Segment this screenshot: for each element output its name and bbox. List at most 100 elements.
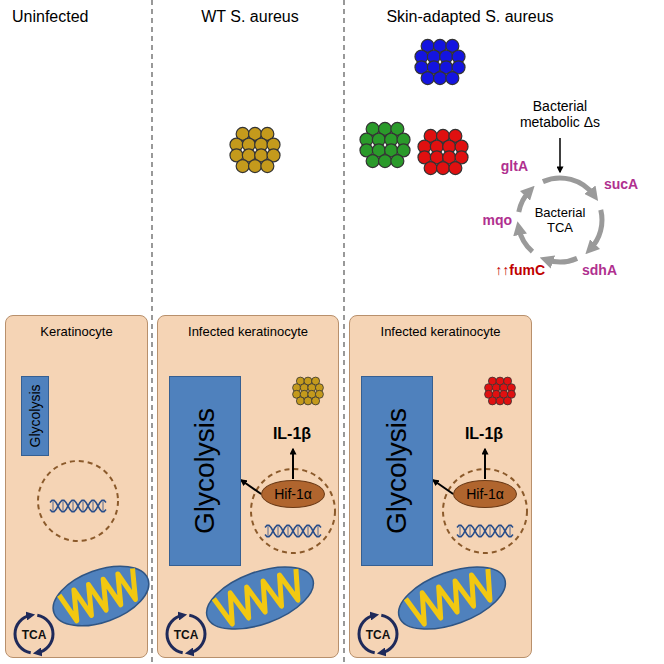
hif-ellipse: Hif-1α — [453, 480, 517, 508]
mitochondrion — [198, 554, 321, 641]
mitochondrion — [45, 554, 157, 637]
gene-label: gltA — [501, 158, 528, 174]
node-label: Glycolysis — [189, 408, 221, 534]
coccus-cell — [249, 160, 262, 173]
cycle-arrow — [519, 228, 533, 252]
cytokine-label: IL-1β — [465, 425, 503, 443]
keratinocyte-box: Infected keratinocyteGlycolysisHif-1αTCA — [349, 315, 532, 658]
dna-rung — [268, 525, 269, 537]
cycle-arrow — [543, 178, 594, 195]
glycolysis-box: Glycolysis — [21, 376, 49, 456]
dna-strand — [457, 525, 513, 536]
dna-rung — [288, 525, 289, 537]
gene-label: sucA — [604, 176, 638, 192]
cell-title: Keratinocyte — [6, 316, 147, 339]
panel-divider — [343, 0, 344, 664]
dna-rung — [470, 525, 471, 537]
node-label: TCA — [22, 628, 47, 642]
adapted-bacteria-cluster — [360, 122, 410, 167]
dna-rung — [53, 500, 54, 512]
dna-rung — [510, 525, 511, 537]
coccus-cell — [312, 397, 320, 405]
coccus-cell — [421, 72, 434, 85]
gene-label: sdhA — [582, 262, 617, 278]
leader-arrow — [559, 138, 561, 172]
dna-rung — [103, 500, 104, 512]
coccus-cell — [504, 397, 512, 405]
glycolysis-box: Glycolysis — [361, 376, 433, 566]
cytokine-label: IL-1β — [273, 425, 311, 443]
coccus-cell — [366, 155, 379, 168]
gene-label: ↑↑fumC — [495, 262, 545, 278]
glycolysis-box: Glycolysis — [169, 376, 241, 566]
dna-rung — [278, 525, 279, 537]
node-label: TCA — [174, 628, 199, 642]
adapted-bacteria-cluster — [415, 39, 465, 84]
coccus-cell — [437, 162, 450, 175]
coccus-cell — [304, 397, 312, 405]
nucleus — [443, 469, 527, 553]
coccus-cell — [449, 162, 462, 175]
dna-strand — [265, 525, 321, 536]
panel-heading: WT S. aureus — [201, 8, 299, 26]
dna-rung — [318, 525, 319, 537]
keratinocyte-box: KeratinocyteGlycolysisTCA — [5, 315, 148, 658]
cell-title: Infected keratinocyte — [158, 316, 338, 339]
adapted-bacteria-cluster — [418, 129, 468, 174]
cristae — [406, 569, 498, 627]
tca-cycle: TCA — [172, 623, 201, 645]
cristae — [59, 569, 143, 624]
panel-divider — [151, 0, 152, 664]
hif-ellipse: Hif-1α — [261, 480, 325, 508]
cycle-arrow — [519, 191, 530, 212]
tca-cycle: TCA — [20, 623, 49, 645]
panel-heading: Skin-adapted S. aureus — [386, 8, 553, 26]
dna-strand — [50, 500, 106, 511]
coccus-cell — [446, 72, 459, 85]
cristae — [214, 569, 306, 627]
coccus-cell — [434, 72, 447, 85]
dna-rung — [83, 500, 84, 512]
dna-rung — [93, 500, 94, 512]
node-label: Bacterial TCA — [529, 205, 591, 235]
keratinocyte-box: Infected keratinocyteGlycolysisHif-1αTCA — [157, 315, 339, 658]
node-label: Glycolysis — [381, 408, 413, 534]
dna-rung — [63, 500, 64, 512]
dna-strand — [50, 500, 106, 511]
cycle-arrow — [590, 210, 602, 249]
dna-rung — [480, 525, 481, 537]
node-label: Glycolysis — [27, 384, 43, 447]
coccus-cell — [391, 155, 404, 168]
dna-rung — [500, 525, 501, 537]
coccus-cell — [496, 397, 504, 405]
wt-bacteria-cluster — [230, 127, 280, 172]
dna-rung — [490, 525, 491, 537]
gene-label: mqo — [482, 212, 512, 228]
coccus-cell — [424, 162, 437, 175]
secretion-arrow — [292, 449, 294, 479]
secretion-arrow — [484, 449, 486, 479]
dna-rung — [308, 525, 309, 537]
cell-illustration — [6, 316, 149, 659]
nucleus — [251, 469, 335, 553]
nucleus — [38, 461, 118, 541]
coccus-cell — [296, 397, 304, 405]
annotation: Bacterial metabolic Δs — [505, 98, 615, 130]
coccus-cell — [488, 397, 496, 405]
cell-title: Infected keratinocyte — [350, 316, 531, 339]
dna-strand — [265, 525, 321, 536]
dna-strand — [457, 525, 513, 536]
cycle-arrow — [546, 258, 577, 262]
dna-rung — [460, 525, 461, 537]
bacterial-tca-circle: Bacterial TCA — [529, 205, 591, 235]
coccus-cell — [379, 155, 392, 168]
node-label: Hif-1α — [274, 486, 312, 502]
node-label: TCA — [366, 628, 391, 642]
dna-rung — [298, 525, 299, 537]
tca-cycle: TCA — [364, 623, 393, 645]
internalized-bacteria — [485, 377, 516, 405]
panel-heading: Uninfected — [12, 8, 89, 26]
coccus-cell — [261, 160, 274, 173]
internalized-bacteria — [293, 377, 324, 405]
